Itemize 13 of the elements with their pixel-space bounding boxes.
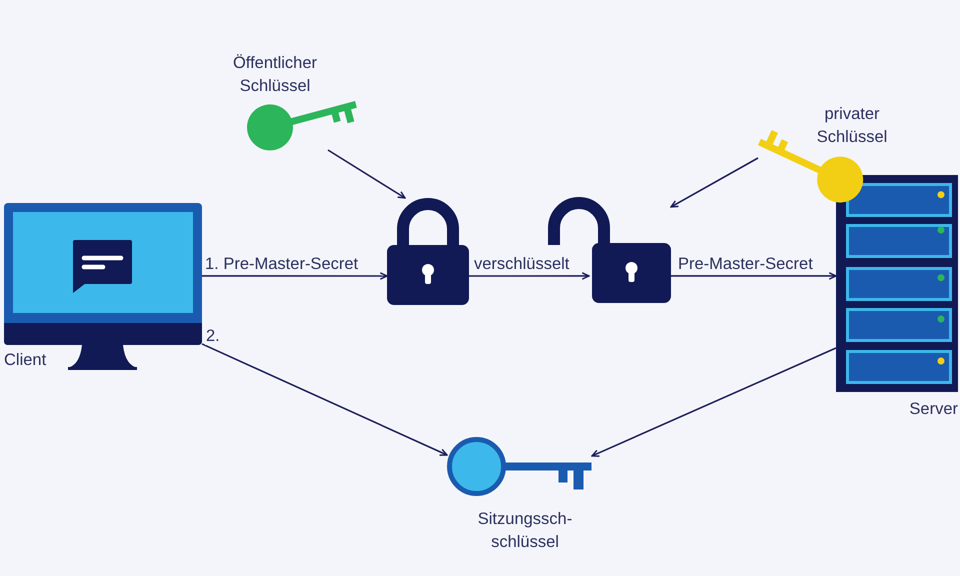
key-label: privater Schlüssel (816, 104, 888, 148)
key-label: Öffentlicher Schlüssel (232, 53, 318, 97)
arrow (202, 343, 448, 456)
arrow (469, 272, 590, 280)
arrow (328, 149, 406, 199)
arrow (671, 272, 837, 280)
key-label: Sitzungssch- schlüssel (476, 509, 574, 553)
arrow (591, 347, 836, 457)
arrow (202, 272, 388, 280)
arrow (670, 157, 758, 208)
client-label: Client (4, 350, 48, 370)
edge-label: 2. (205, 327, 221, 345)
server-label: Server (908, 399, 958, 419)
